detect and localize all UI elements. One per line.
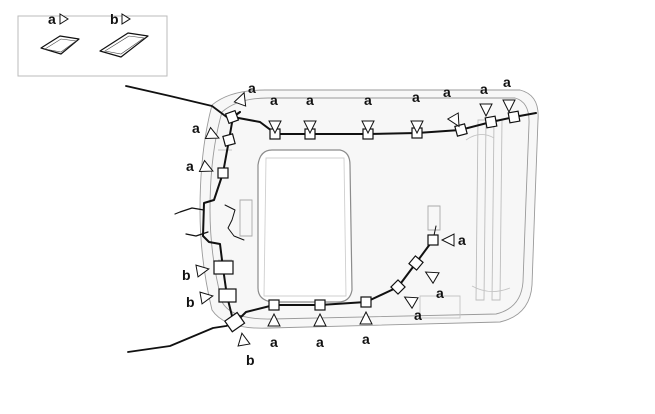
legend-box: a b [17, 11, 168, 77]
callout-label: a [192, 120, 200, 136]
pad-b [223, 311, 246, 333]
callout-label: a [270, 92, 278, 108]
callout-label: b [182, 267, 191, 283]
pointer-b-icon [235, 331, 251, 347]
clip [454, 123, 468, 137]
legend-triangle-b-icon [121, 13, 131, 25]
harness-clips [213, 109, 521, 333]
clip [507, 110, 521, 124]
callout-label: a [248, 80, 256, 96]
clip [360, 296, 372, 308]
callout-label: a [412, 89, 420, 105]
callout-label: a [414, 307, 422, 323]
legend-item-b: b [99, 11, 149, 58]
callout-label: a [362, 331, 370, 347]
legend-label-b: b [110, 11, 119, 27]
callout-label: a [458, 232, 466, 248]
pad-b [213, 260, 234, 275]
harness-roof-line [232, 112, 537, 135]
callout-label: a [186, 158, 194, 174]
pad-b [218, 288, 237, 303]
callout-label: a [306, 92, 314, 108]
harness-lead-rear-left [127, 315, 241, 353]
callout-label: a [443, 84, 451, 100]
callout-label: a [503, 74, 511, 90]
callout-label: b [246, 352, 255, 368]
callout-label: a [364, 92, 372, 108]
legend-item-a: a [40, 11, 80, 55]
clip [427, 234, 439, 246]
clip [217, 167, 229, 179]
callout-label: a [480, 81, 488, 97]
legend-pad-a-icon [40, 35, 80, 55]
legend-label-a: a [48, 11, 56, 27]
callout-label: a [270, 334, 278, 350]
legend-pad-b-icon [99, 32, 149, 58]
sunroof-opening [257, 149, 353, 303]
clip [222, 133, 236, 147]
callout-label: a [436, 285, 444, 301]
callout-label: b [186, 294, 195, 310]
callout-label: a [316, 334, 324, 350]
clip [268, 299, 280, 311]
clip [314, 299, 326, 311]
legend-triangle-a-icon [59, 13, 69, 25]
callout-labels: a a a a a a a a a a a b b b a a a a a a [182, 74, 511, 368]
harness-branch-left [174, 207, 205, 215]
clip [484, 115, 498, 129]
